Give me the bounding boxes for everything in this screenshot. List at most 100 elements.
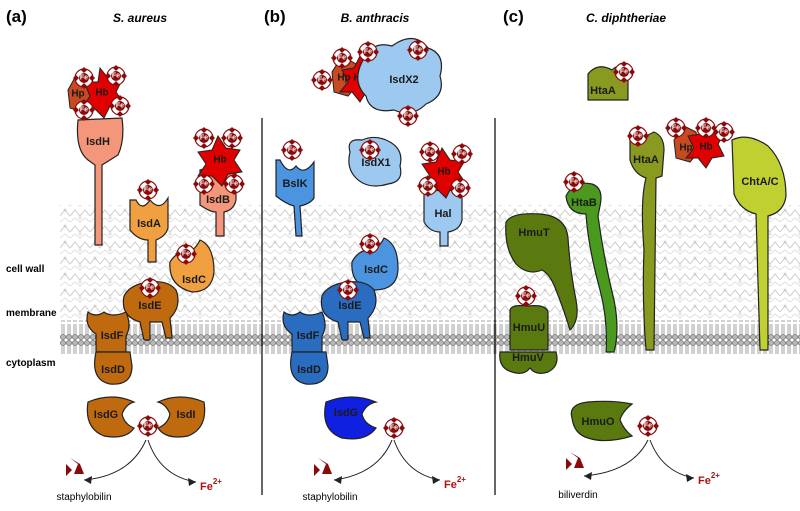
hmuo-protein: HmuO xyxy=(570,400,634,442)
heme-fe-label: Fe xyxy=(456,185,464,192)
htab-protein: HtaB xyxy=(565,182,618,353)
isdd-protein-b: IsdD xyxy=(290,351,329,385)
heme-fe-icon: Fe xyxy=(137,415,159,437)
heme-fe-label: Fe xyxy=(414,47,422,54)
heme-fe-label: Fe xyxy=(228,135,236,142)
heme-fe-label: Fe xyxy=(288,147,296,154)
isdg-protein-b: IsdG xyxy=(324,396,379,440)
fe2-label-b: Fe2+ xyxy=(444,475,466,491)
isdx2-label: IsdX2 xyxy=(389,74,418,86)
hal-label: Hal xyxy=(434,208,451,220)
hp-label-c: Hp xyxy=(679,143,692,154)
isda-label: IsdA xyxy=(137,218,161,230)
hb-label-a: Hb xyxy=(95,88,108,99)
product-label-a: staphylobilin xyxy=(56,492,111,503)
degradation-arrows-a xyxy=(83,439,197,486)
heme-fe-icon: Fe xyxy=(665,117,687,139)
isda-protein: IsdA xyxy=(129,195,169,263)
label-membrane: membrane xyxy=(6,308,57,319)
isdd-label-b: IsdD xyxy=(297,364,321,376)
hmuo-label: HmuO xyxy=(582,416,615,428)
isde-label-a: IsdE xyxy=(138,300,161,312)
heme-fe-label: Fe xyxy=(116,103,124,110)
heme-fe-icon: Fe xyxy=(417,175,439,197)
heme-fe-label: Fe xyxy=(80,107,88,114)
isdx1-label: IsdX1 xyxy=(361,157,390,169)
bslk-protein: BslK xyxy=(275,159,315,237)
label-cytoplasm: cytoplasm xyxy=(6,358,56,369)
hb-label-isdb: Hb xyxy=(213,155,226,166)
panel-b-organism: B. anthracis xyxy=(341,11,410,25)
hp-label-b: Hp xyxy=(337,73,350,84)
product-label-b: staphylobilin xyxy=(302,492,357,503)
heme-fe-icon: Fe xyxy=(221,127,243,149)
panel-a-organism: S. aureus xyxy=(113,11,167,25)
heme-fe-icon: Fe xyxy=(357,41,379,63)
heme-fe-icon: Fe xyxy=(419,141,441,163)
heme-fe-label: Fe xyxy=(522,293,530,300)
fe2-label-a: Fe2+ xyxy=(200,477,222,493)
heme-fe-label: Fe xyxy=(146,285,154,292)
opened-heme-icon-c xyxy=(566,452,584,470)
heme-fe-label: Fe xyxy=(230,181,238,188)
heme-fe-label: Fe xyxy=(426,149,434,156)
heme-fe-icon: Fe xyxy=(637,415,659,437)
heme-fe-icon: Fe xyxy=(515,285,537,307)
isdf-label-b: IsdF xyxy=(297,330,320,342)
product-label-c: biliverdin xyxy=(558,490,597,501)
membrane-bilayer xyxy=(60,320,800,354)
heme-fe-label: Fe xyxy=(672,125,680,132)
isdh-label: IsdH xyxy=(86,136,110,148)
heme-fe-icon: Fe xyxy=(695,117,717,139)
panel-c-organism: C. diphtheriae xyxy=(586,11,666,25)
isdg-label-a: IsdG xyxy=(94,409,118,421)
isdi-protein: IsdI xyxy=(156,396,206,438)
heme-fe-icon: Fe xyxy=(139,277,161,299)
heme-fe-label: Fe xyxy=(644,423,652,430)
heme-fe-label: Fe xyxy=(634,133,642,140)
hmut-label: HmuT xyxy=(518,227,549,239)
heme-fe-label: Fe xyxy=(200,135,208,142)
heme-fe-label: Fe xyxy=(144,187,152,194)
heme-fe-icon: Fe xyxy=(73,67,95,89)
isdi-label: IsdI xyxy=(177,409,196,421)
isdd-label-a: IsdD xyxy=(101,364,125,376)
heme-fe-icon: Fe xyxy=(397,105,419,127)
heme-fe-icon: Fe xyxy=(193,173,215,195)
panel-a-letter: (a) xyxy=(6,7,27,26)
hb-label-c: Hb xyxy=(699,142,712,153)
hmuv-protein: HmuV xyxy=(499,351,558,374)
heme-fe-icon: Fe xyxy=(383,417,405,439)
heme-fe-label: Fe xyxy=(318,77,326,84)
heme-fe-icon: Fe xyxy=(109,95,131,117)
hb-label-hal: Hb xyxy=(437,167,450,178)
panel-c-letter: (c) xyxy=(503,7,524,26)
htaa-free-label: HtaA xyxy=(590,85,616,97)
hmut-protein: HmuT xyxy=(505,213,578,332)
heme-fe-label: Fe xyxy=(620,69,628,76)
heme-fe-label: Fe xyxy=(366,241,374,248)
heme-fe-icon: Fe xyxy=(73,99,95,121)
heme-fe-icon: Fe xyxy=(105,65,127,87)
heme-fe-label: Fe xyxy=(720,129,728,136)
opened-heme-icon-b xyxy=(314,458,332,476)
opened-heme-icon-a xyxy=(66,458,84,476)
heme-fe-icon: Fe xyxy=(175,243,197,265)
hmuv-label: HmuV xyxy=(512,352,544,364)
heme-fe-label: Fe xyxy=(458,151,466,158)
isdg-label-b: IsdG xyxy=(334,407,358,419)
isdf-label-a: IsdF xyxy=(101,330,124,342)
heme-fe-icon: Fe xyxy=(713,121,735,143)
heme-fe-label: Fe xyxy=(404,113,412,120)
hb-complex-isdb: Hb xyxy=(197,134,243,187)
heme-fe-label: Fe xyxy=(200,181,208,188)
heme-fe-icon: Fe xyxy=(193,127,215,149)
heme-fe-label: Fe xyxy=(390,425,398,432)
heme-fe-label: Fe xyxy=(366,147,374,154)
degradation-arrows-c xyxy=(583,439,695,482)
heme-fe-label: Fe xyxy=(570,179,578,186)
isde-protein-b: IsdE xyxy=(320,281,377,341)
